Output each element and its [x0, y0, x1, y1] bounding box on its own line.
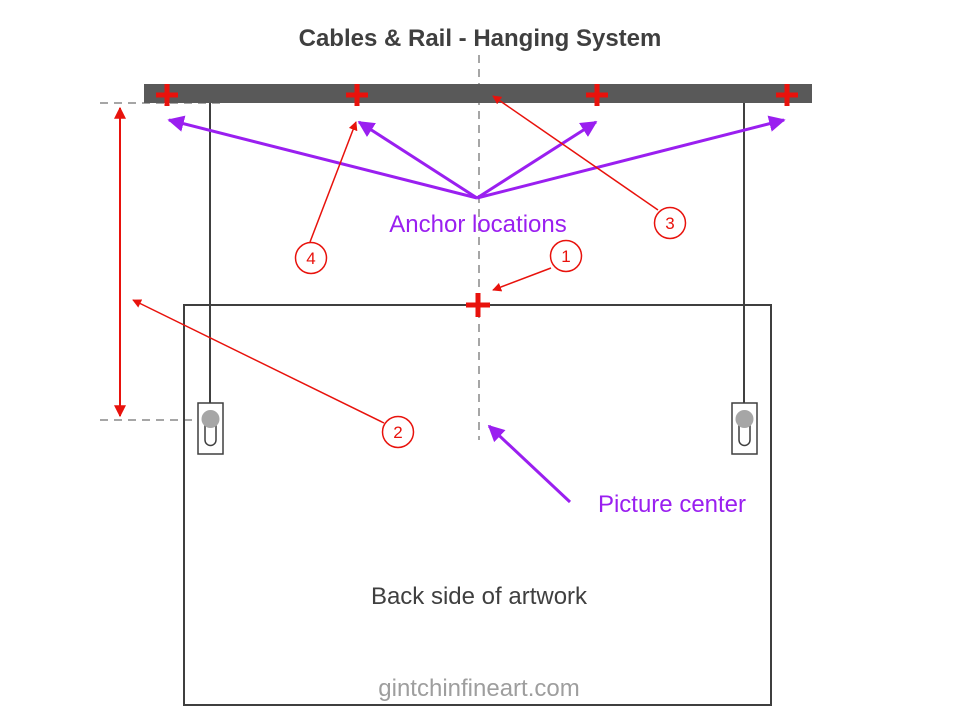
plus-marker-icon: [346, 84, 368, 106]
callout-4: 4: [294, 241, 328, 275]
callout-number: 2: [393, 423, 402, 442]
callout-leader-3: [492, 95, 659, 211]
anchor-arrows: [167, 115, 786, 200]
diagram-title: Cables & Rail - Hanging System: [299, 25, 662, 52]
anchor-arrow: [167, 115, 478, 200]
callout-number: 1: [561, 247, 570, 266]
plus-marker-icon: [776, 84, 798, 106]
artwork-back-label: Back side of artwork: [371, 583, 588, 610]
plus-marker-icon: [586, 84, 608, 106]
callout-1: 1: [549, 239, 583, 273]
callout-leader-2: [132, 299, 385, 424]
anchor-locations-label: Anchor locations: [389, 211, 566, 238]
callout-leader-4: [309, 121, 358, 243]
keyhole-hanger-icon: [197, 402, 224, 455]
callout-2: 2: [381, 415, 415, 449]
callout-3: 3: [653, 206, 687, 240]
watermark-label: gintchinfineart.com: [378, 675, 579, 702]
plus-marker-icon: [466, 293, 490, 317]
keyhole-hanger-icon: [731, 402, 758, 455]
anchor-arrow: [476, 120, 598, 200]
plus-marker-icon: [156, 84, 178, 106]
hanging-rail: [144, 84, 812, 103]
picture-center-label: Picture center: [598, 491, 746, 518]
callout-number: 3: [665, 214, 674, 233]
anchor-arrow: [476, 115, 786, 200]
callout-leader-1: [492, 267, 552, 292]
anchor-arrow: [357, 120, 478, 200]
callout-number: 4: [306, 249, 315, 268]
picture-center-arrow: [487, 424, 572, 504]
